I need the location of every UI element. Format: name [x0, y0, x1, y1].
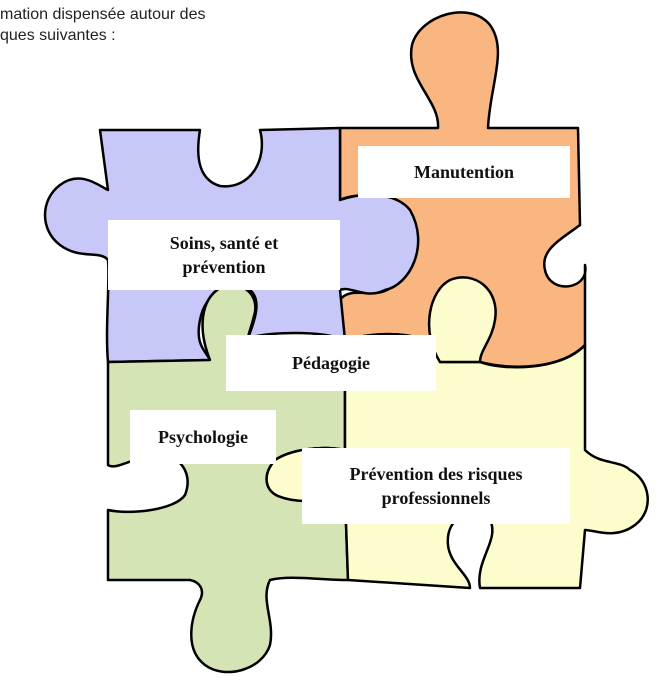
- intro-text: mation dispensée autour des ques suivant…: [0, 4, 330, 46]
- soins-label-line-1: Soins, santé et: [169, 233, 279, 253]
- prevention-label: Prévention des risques professionnels: [302, 448, 570, 524]
- prevention-label-line-2: professionnels: [381, 488, 491, 508]
- prevention-label-line-1: Prévention des risques: [349, 464, 523, 484]
- pedagogie-label: Pédagogie: [226, 335, 436, 391]
- manutention-label-text: Manutention: [413, 162, 514, 182]
- soins-label: Soins, santé et prévention: [108, 220, 340, 290]
- intro-line-1: mation dispensée autour des: [0, 6, 206, 23]
- soins-label-line-2: prévention: [182, 257, 266, 277]
- prevention-tab: [427, 276, 497, 364]
- pedagogie-label-text: Pédagogie: [292, 353, 370, 373]
- psychologie-label: Psychologie: [130, 410, 276, 464]
- intro-line-2: ques suivantes :: [0, 27, 116, 44]
- psychologie-label-text: Psychologie: [158, 427, 248, 447]
- manutention-label: Manutention: [358, 146, 570, 198]
